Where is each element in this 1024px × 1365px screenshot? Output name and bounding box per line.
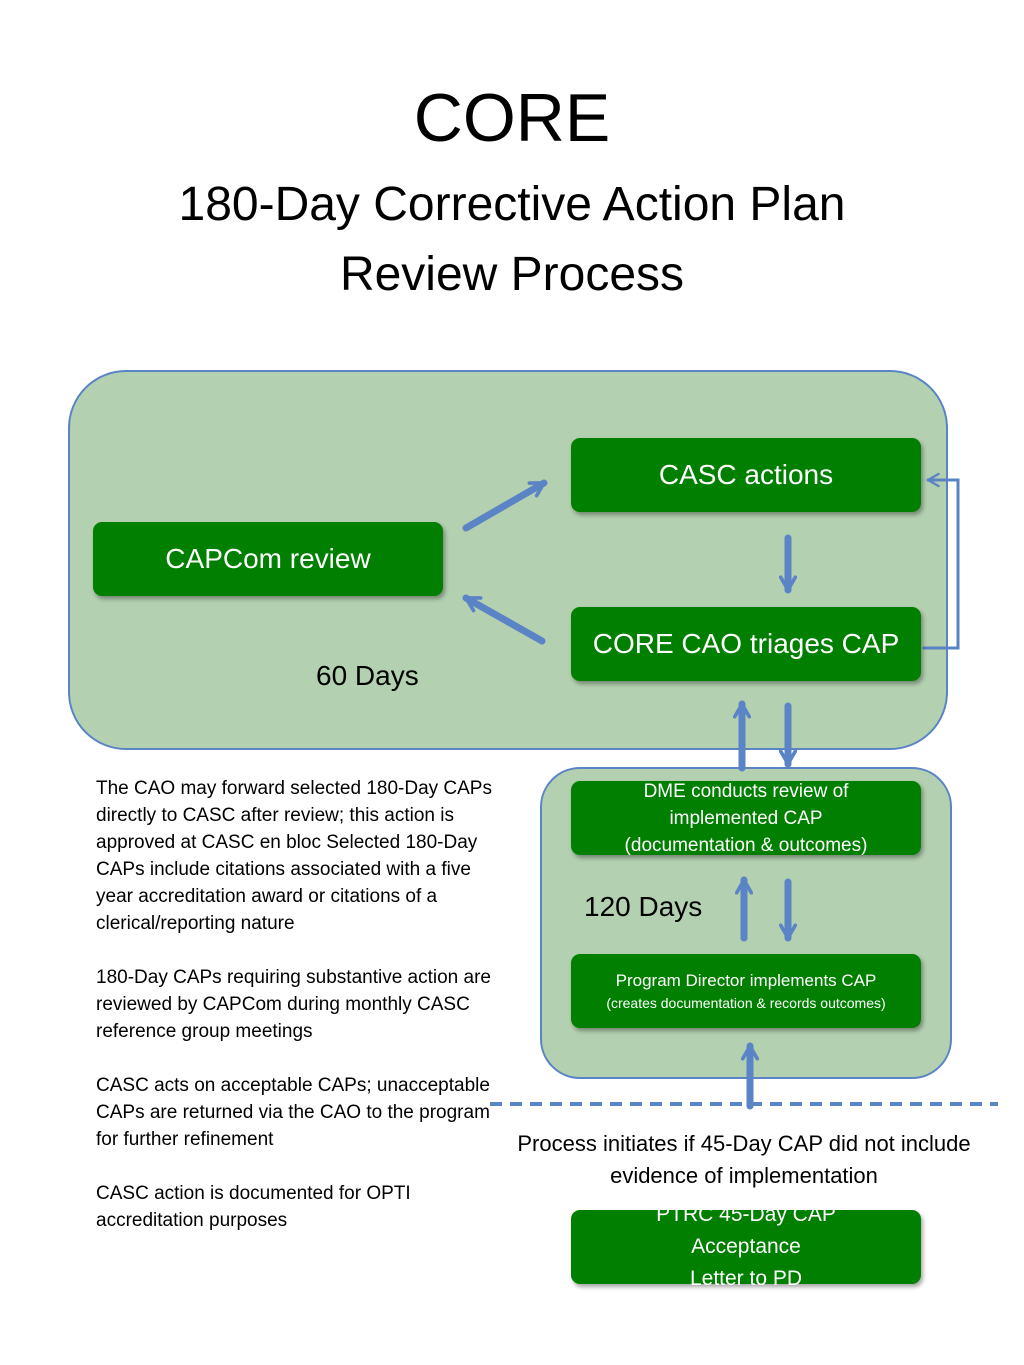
program-director-line2: (creates documentation & records outcome… <box>606 995 886 1011</box>
initiation-condition-text: Process initiates if 45-Day CAP did not … <box>494 1128 994 1192</box>
dme-review-line2: implemented CAP <box>669 807 823 829</box>
ptrc-line1: PTRC 45-Day CAP <box>656 1203 836 1226</box>
program-director-line1: Program Director implements CAP <box>615 971 877 990</box>
page-title: CORE <box>413 80 611 156</box>
dme-review-line3: (documentation & outcomes) <box>624 834 868 856</box>
note-paragraph-1: The CAO may forward selected 180-Day CAP… <box>96 778 492 934</box>
note-paragraph-4: CASC action is documented for OPTI accre… <box>96 1183 411 1231</box>
one-twenty-days-label: 120 Days <box>584 891 703 922</box>
sixty-days-label: 60 Days <box>316 660 419 691</box>
page-subtitle-line1: 180-Day Corrective Action Plan <box>178 178 846 231</box>
dme-review-line1: DME conducts review of <box>643 780 849 802</box>
process-notes: The CAO may forward selected 180-Day CAP… <box>96 775 496 1261</box>
note-paragraph-3: CASC acts on acceptable CAPs; unacceptab… <box>96 1075 490 1150</box>
dme-review-box: DME conducts review of implemented CAP (… <box>571 780 921 856</box>
ptrc-line3: Letter to PD <box>689 1267 803 1290</box>
page-subtitle-line2: Review Process <box>339 248 685 301</box>
note-paragraph-2: 180-Day CAPs requiring substantive actio… <box>96 967 491 1042</box>
initiation-line2: evidence of implementation <box>610 1163 878 1188</box>
program-director-box: Program Director implements CAP (creates… <box>571 954 921 1028</box>
capcom-review-box: CAPCom review <box>93 522 443 596</box>
casc-actions-box: CASC actions <box>571 438 921 512</box>
core-cao-triage-box: CORE CAO triages CAP <box>571 607 921 681</box>
ptrc-line2: Acceptance <box>691 1235 801 1258</box>
initiation-line1: Process initiates if 45-Day CAP did not … <box>517 1131 971 1156</box>
ptrc-acceptance-letter-box: PTRC 45-Day CAP Acceptance Letter to PD <box>571 1203 921 1290</box>
